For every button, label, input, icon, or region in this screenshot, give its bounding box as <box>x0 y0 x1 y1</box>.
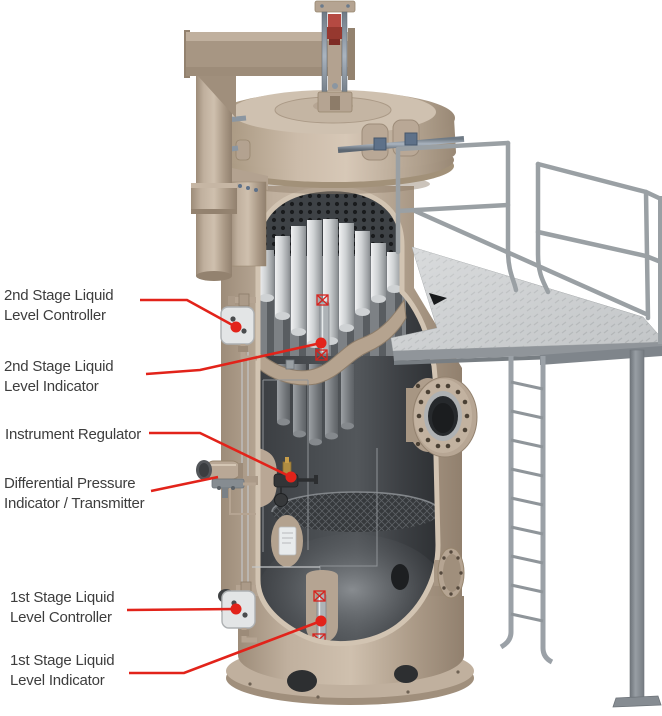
leader-1st-stage-indicator <box>129 619 322 675</box>
drain-nozzle-inner-hole <box>391 564 409 590</box>
vessel-head <box>212 90 465 194</box>
first-stage-level-indicator-gauge <box>306 570 338 644</box>
hydraulic-jack <box>328 14 341 27</box>
callout-label-1st-stage-liquid-level-indicator: 1st Stage Liquid Level Indicator <box>10 652 115 689</box>
davit-crane <box>184 0 356 281</box>
cut-edge <box>255 186 441 646</box>
skirt-vent-hole <box>394 665 418 683</box>
support-leg <box>612 349 662 708</box>
leg-base-plate <box>612 695 662 708</box>
inlet-nozzle-flange <box>406 376 478 458</box>
leader-lines <box>126 298 322 675</box>
leader-instrument-regulator <box>149 431 292 479</box>
callout-label-2nd-stage-liquid-level-controller: 2nd Stage Liquid Level Controller <box>4 287 114 324</box>
davit-mast <box>196 76 232 276</box>
access-ladder <box>499 356 554 665</box>
second-stage-tray <box>258 298 407 386</box>
callout-label-instrument-regulator: Instrument Regulator <box>5 426 142 443</box>
tray-fitting <box>285 359 295 370</box>
internal-nameplate <box>271 515 303 567</box>
skirt-vent-hole <box>287 670 317 692</box>
leader-2nd-stage-indicator <box>145 341 322 376</box>
filter-tube-bundle <box>259 219 402 348</box>
leader-differential-pressure <box>150 475 219 493</box>
leader-1st-stage-controller <box>126 607 237 612</box>
platform <box>390 140 662 708</box>
callout-label-1st-stage-liquid-level-controller: 1st Stage Liquid Level Controller <box>10 589 115 626</box>
vessel-deck-shadow <box>429 293 447 305</box>
drain-nozzle-flange <box>434 547 465 599</box>
callout-label-differential-pressure-indicator-transmitter: Differential Pressure Indicator / Transm… <box>4 475 145 512</box>
callout-label-2nd-stage-liquid-level-indicator: 2nd Stage Liquid Level Indicator <box>4 358 114 395</box>
second-stage-level-controller-device <box>220 293 257 361</box>
jack-assembly <box>314 0 356 113</box>
differential-pressure-transmitter-device <box>196 460 258 515</box>
davit-arm <box>186 32 352 41</box>
deck-fascia <box>393 342 662 361</box>
callout-dots <box>230 321 327 627</box>
leader-2nd-stage-controller <box>140 298 237 329</box>
